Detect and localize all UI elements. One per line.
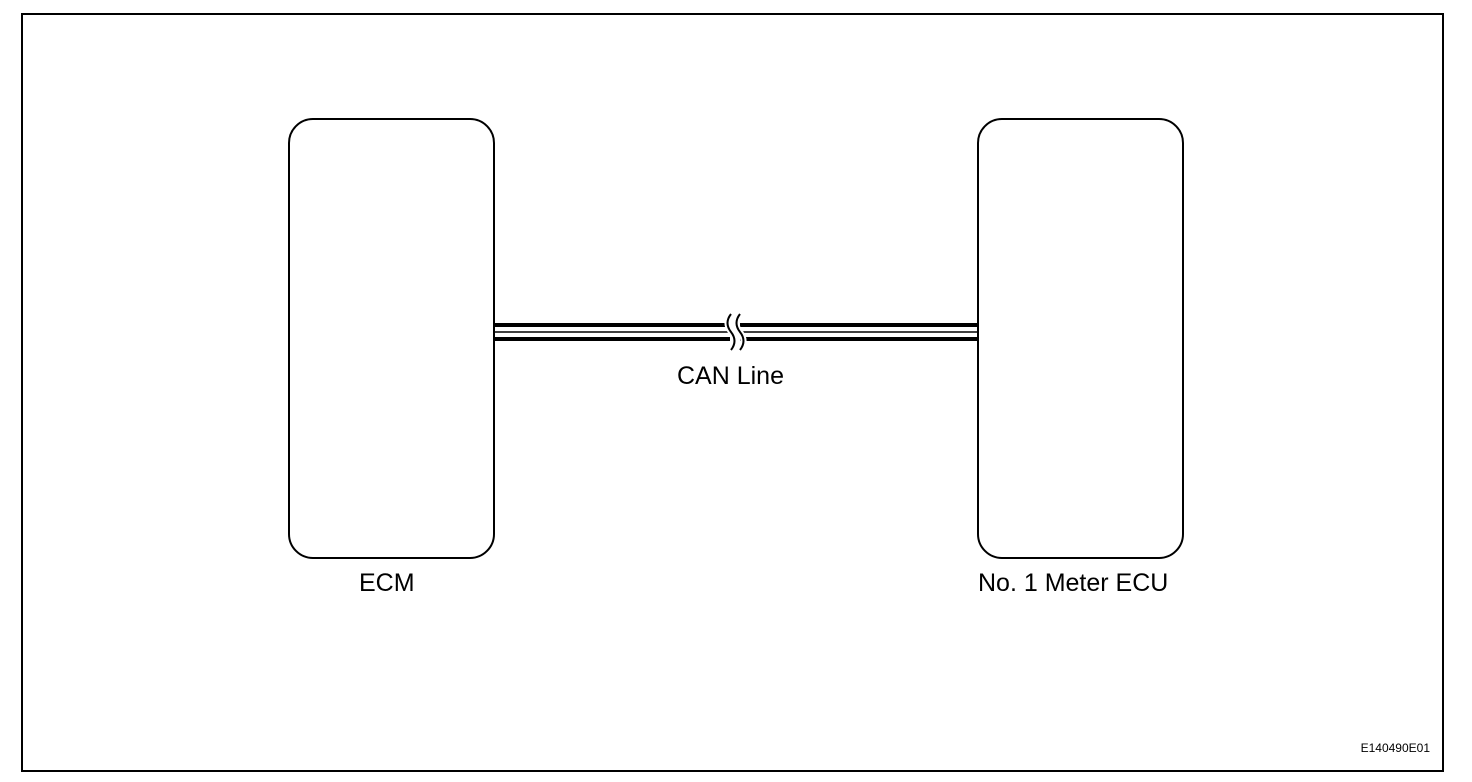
ecm-label: ECM [359, 569, 415, 597]
diagram-border [21, 13, 1444, 772]
meter-ecu-box [977, 118, 1184, 559]
figure-id: E140490E01 [1360, 741, 1430, 755]
meter-ecu-label: No. 1 Meter ECU [978, 569, 1169, 597]
can-line [494, 312, 978, 352]
ecm-box [288, 118, 495, 559]
can-line-label: CAN Line [677, 362, 784, 390]
line-break-symbol [724, 312, 747, 352]
